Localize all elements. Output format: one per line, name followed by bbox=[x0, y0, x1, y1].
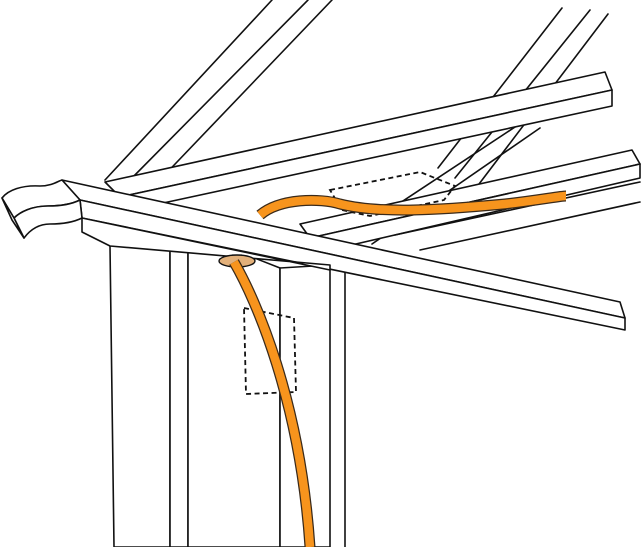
header-beam bbox=[1, 179, 626, 331]
junction-box-outline bbox=[328, 171, 457, 217]
right-beams bbox=[299, 149, 641, 251]
orange-cable bbox=[229, 190, 567, 547]
